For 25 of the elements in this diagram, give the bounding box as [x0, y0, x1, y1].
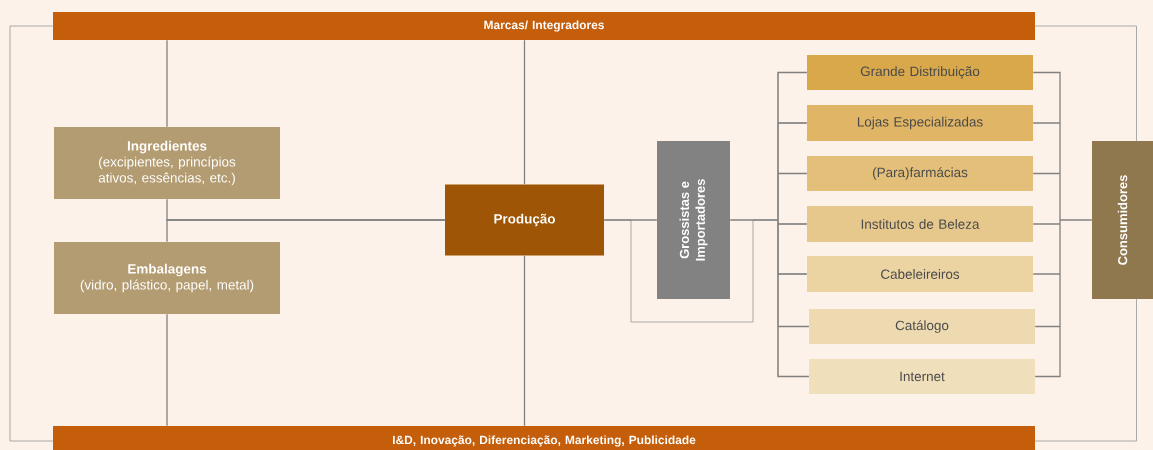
connector [1034, 25, 1137, 142]
connector [523, 39, 526, 185]
connector [9, 25, 54, 442]
connector [1034, 298, 1137, 442]
connector [166, 219, 446, 243]
channel-box: Lojas Especializadas [807, 105, 1033, 141]
connector [603, 219, 658, 221]
connector [1032, 71, 1093, 378]
connector [166, 39, 168, 128]
channel-box: Institutos de Beleza [807, 206, 1033, 242]
connector [729, 71, 810, 378]
channel-box: Grande Distribuição [807, 55, 1033, 90]
connector [523, 255, 526, 427]
banner-bar: I&D, Inovação, Diferenciação, Marketing, Publicidade [53, 426, 1035, 450]
process-box: Produção [445, 184, 604, 256]
channel-box: Internet [809, 359, 1035, 394]
banner-bar: Marcas/ Integradores [53, 12, 1035, 40]
connector [166, 313, 168, 427]
channel-box: Catálogo [809, 309, 1035, 344]
channel-box: (Para)farmácias [807, 156, 1033, 191]
channel-box: Cabeleireiros [807, 256, 1033, 292]
category-box: Ingredientes (excipientes, princípios ativos, essências, etc.) [54, 127, 280, 199]
vertical-box: Consumidores [1092, 141, 1153, 299]
category-box: Embalagens (vidro, plástico, papel, metal) [54, 242, 280, 314]
vertical-box: Grossistas e Importadores [657, 141, 730, 299]
